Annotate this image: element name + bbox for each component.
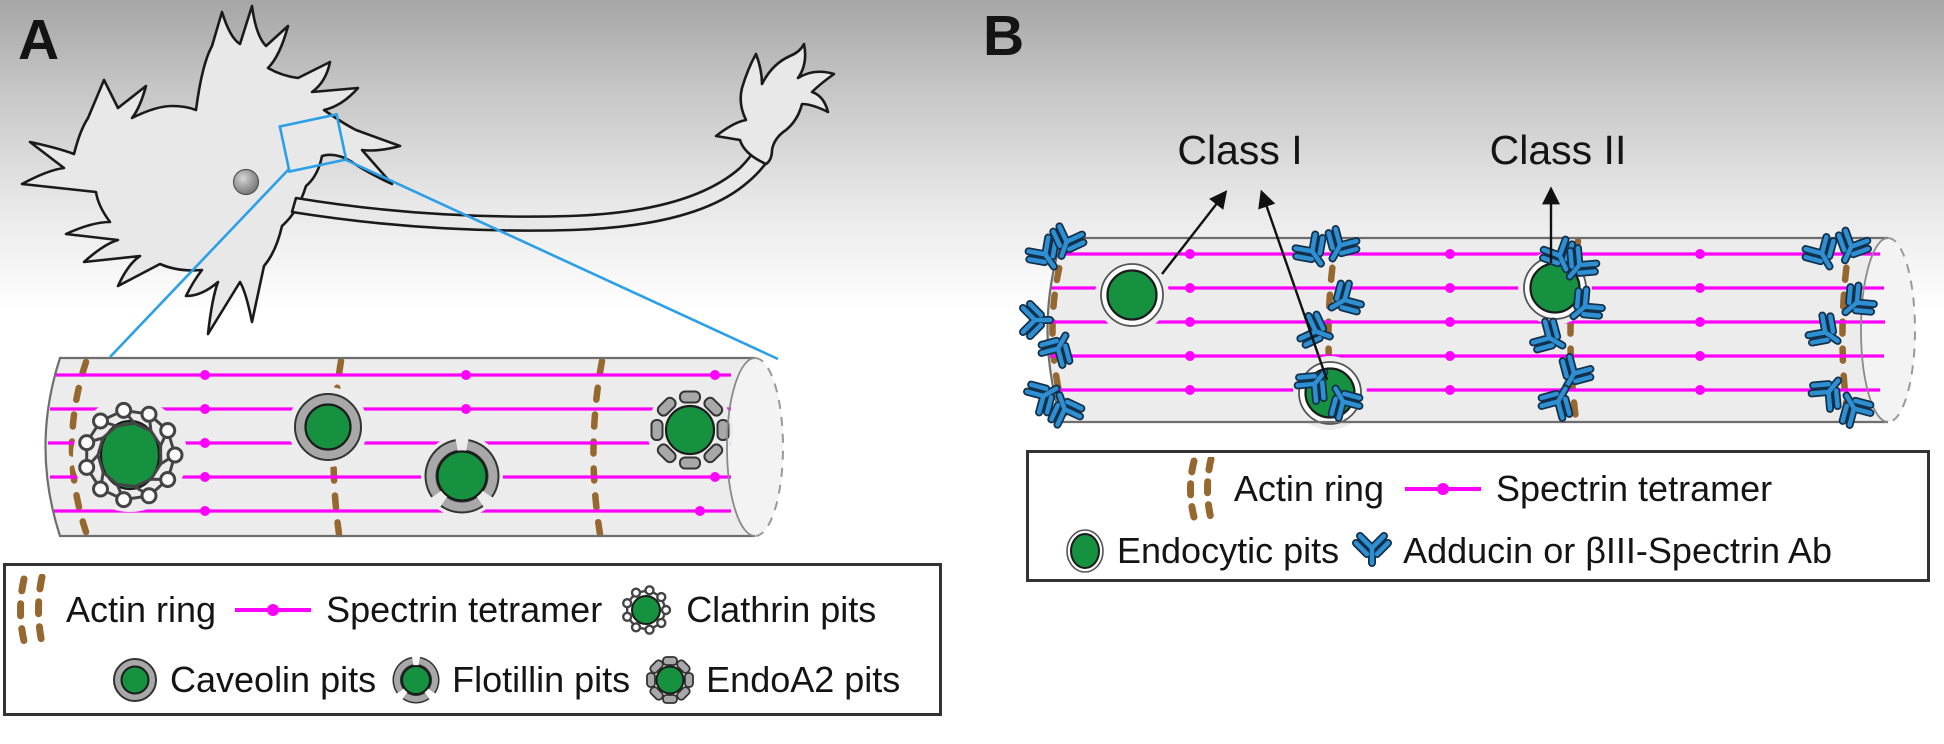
flotillin-pit-icon (392, 656, 440, 703)
legend-label: Adducin or βIII-Spectrin Ab (1403, 530, 1833, 571)
antibody-icon (1352, 532, 1393, 567)
panel-a-legend: Actin ring Spectrin tetramer Cl (3, 563, 942, 716)
endocytic-pit-class1-a (1093, 256, 1171, 334)
clathrin-pit-icon (622, 584, 672, 635)
zoom-callout (109, 112, 779, 361)
legend-item-spectrin: Spectrin tetramer (232, 588, 603, 630)
axon-schematic-b (1023, 186, 1916, 432)
legend-item-endocytic: Endocytic pits (1063, 527, 1339, 575)
legend-item-caveolin: Caveolin pits (110, 655, 376, 705)
endoa2-pit-icon (646, 655, 695, 704)
legend-label: EndoA2 pits (706, 658, 901, 700)
legend-item-actin-ring: Actin ring (14, 573, 217, 646)
panel-a-label: A (18, 8, 60, 72)
legend-label: Flotillin pits (452, 658, 631, 700)
legend-row: Actin ring Spectrin tetramer Cl (14, 573, 931, 646)
legend-item-actin-ring: Actin ring (1184, 457, 1384, 521)
legend-item-endoa2: EndoA2 pits (644, 654, 900, 706)
legend-label: Spectrin tetramer (326, 588, 603, 630)
endoa2-pit (647, 387, 733, 473)
actin-ring-icon (1186, 457, 1215, 521)
legend-label: Actin ring (66, 588, 217, 630)
caveolin-pit-icon (113, 657, 157, 702)
class-two-label: Class II (1489, 127, 1627, 173)
legend-item-flotillin: Flotillin pits (390, 654, 630, 706)
annotation-arrows (1161, 186, 1560, 381)
legend-item-clathrin: Clathrin pits (618, 582, 876, 638)
legend-row: Caveolin pits Flotillin pits (14, 654, 931, 706)
panel-b-legend: Actin ring Spectrin tetramer Endocytic p… (1026, 450, 1930, 582)
caveolin-pit (288, 387, 368, 467)
spectrin-lines-b (1048, 249, 1885, 395)
endocytic-pit-icon (1066, 529, 1104, 573)
actin-rings-b (1049, 237, 1854, 423)
legend-item-spectrin: Spectrin tetramer (1402, 471, 1772, 507)
actin-ring-icon (17, 573, 46, 646)
class-one-label: Class I (1177, 127, 1303, 173)
flotillin-pit (421, 435, 503, 517)
clathrin-pit (73, 398, 187, 512)
axon-schematic-a (44, 356, 784, 538)
spectrin-tetramer-icon (1404, 483, 1481, 495)
neuron-drawing (20, 4, 836, 336)
legend-label: Spectrin tetramer (1495, 468, 1773, 509)
legend-label: Clathrin pits (686, 588, 877, 630)
legend-label: Endocytic pits (1117, 530, 1340, 571)
legend-item-antibody: Adducin or βIII-Spectrin Ab (1351, 528, 1832, 574)
legend-label: Caveolin pits (170, 658, 377, 700)
legend-label: Actin ring (1233, 468, 1384, 509)
spectrin-tetramer-icon (235, 603, 312, 616)
legend-row: Actin ring Spectrin tetramer (1039, 457, 1917, 521)
panel-b-label: B (983, 4, 1025, 68)
nucleus (232, 168, 260, 196)
legend-row: Endocytic pits Adducin or βIII-Spectrin … (1039, 527, 1917, 575)
axon-terminal (714, 42, 836, 166)
